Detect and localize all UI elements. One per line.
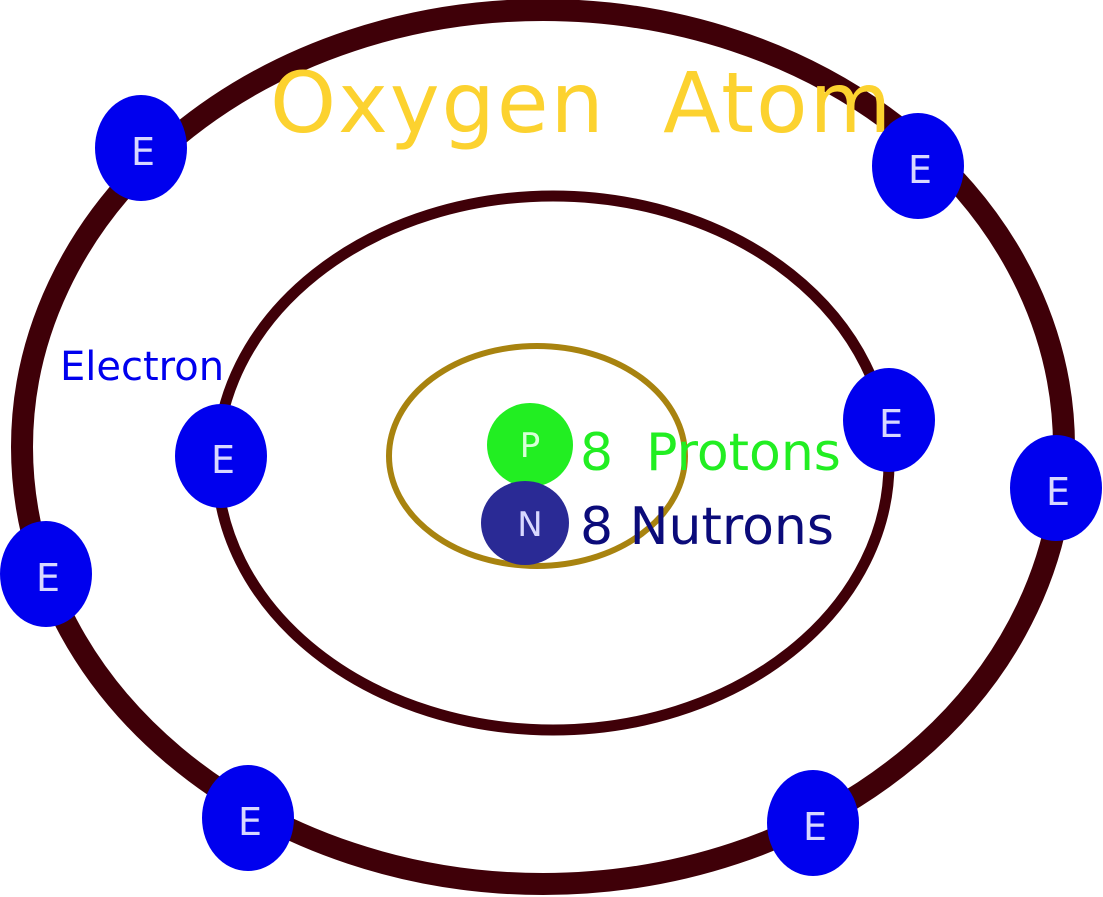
electron-outer-right: E [1010, 435, 1102, 541]
proton-circle [487, 403, 573, 487]
electron-letter: E [211, 438, 235, 482]
electron-circle [202, 765, 294, 871]
neutron-letter: N [517, 505, 542, 545]
neutron-circle [481, 481, 569, 565]
electron-circle [872, 113, 964, 219]
electron-letter: E [36, 556, 60, 600]
electron-letter: E [803, 805, 827, 849]
neutrons-count-label: 8 Nutrons [580, 497, 834, 557]
electron-inner-right: E [843, 368, 935, 472]
proton-letter: P [520, 426, 541, 466]
electron-outer-bottom-right: E [767, 770, 859, 876]
neutron: N [481, 481, 569, 565]
page-title: Oxygen Atom [270, 54, 893, 152]
nucleus-ring [386, 343, 688, 569]
electron-outer-bottom-left: E [202, 765, 294, 871]
electron-circle [0, 521, 92, 627]
electron-outer-left: E [0, 521, 92, 627]
electron-outer-top-left: E [95, 95, 187, 201]
proton: P [487, 403, 573, 487]
electron-letter: E [879, 402, 903, 446]
electron-circle [843, 368, 935, 472]
electron-label: Electron [60, 344, 224, 390]
electron-circle [767, 770, 859, 876]
electron-inner-left: E [175, 404, 267, 508]
electron-circle [95, 95, 187, 201]
electron-letter: E [908, 148, 932, 192]
electron-letter: E [1046, 470, 1070, 514]
electron-letter: E [238, 800, 262, 844]
electron-letter: E [131, 130, 155, 174]
electron-circle [175, 404, 267, 508]
electron-outer-top-right: E [872, 113, 964, 219]
protons-count-label: 8 Protons [580, 423, 841, 483]
electron-circle [1010, 435, 1102, 541]
